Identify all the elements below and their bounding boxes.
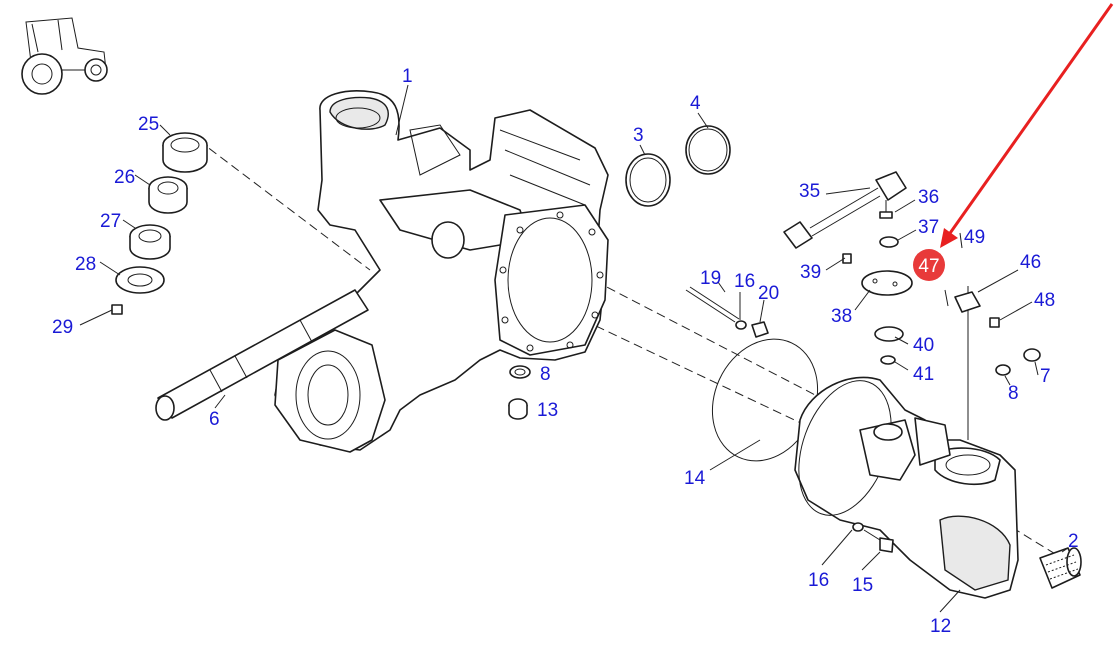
bolt-assembly-lower xyxy=(852,522,894,553)
label-16-lower: 16 xyxy=(808,570,829,591)
drive-shaft xyxy=(155,289,369,421)
highlight-arrow-shaft xyxy=(946,3,1114,237)
part-labels: 1 2 3 4 6 7 8 8 12 13 14 15 16 16 19 20 … xyxy=(52,66,1079,637)
label-26: 26 xyxy=(114,167,135,188)
label-29: 29 xyxy=(52,317,73,338)
highlight-arrow-head xyxy=(940,228,958,248)
label-14: 14 xyxy=(684,468,706,489)
highlight-badge-label: 47 xyxy=(918,256,939,277)
label-39: 39 xyxy=(800,262,821,283)
label-7: 7 xyxy=(1040,366,1051,387)
label-28: 28 xyxy=(75,254,96,275)
bearing-bush xyxy=(1039,547,1082,589)
label-36: 36 xyxy=(918,187,939,208)
label-16-upper: 16 xyxy=(734,271,755,292)
label-4: 4 xyxy=(690,93,701,114)
label-3: 3 xyxy=(633,125,644,146)
label-49: 49 xyxy=(964,227,985,248)
label-20: 20 xyxy=(758,283,779,304)
label-25: 25 xyxy=(138,114,159,135)
tractor-icon xyxy=(21,17,108,95)
label-40: 40 xyxy=(913,335,934,356)
leader-lines xyxy=(79,84,1069,613)
highlight-callout: 47 xyxy=(913,3,1114,281)
label-8-center: 8 xyxy=(540,364,551,385)
label-35: 35 xyxy=(799,181,820,202)
label-6: 6 xyxy=(209,409,220,430)
label-38: 38 xyxy=(831,306,852,327)
label-12: 12 xyxy=(930,616,951,637)
bolt-assembly-upper xyxy=(685,286,769,338)
label-15: 15 xyxy=(852,575,873,596)
flange-bolt-holes xyxy=(499,211,604,352)
label-8-right: 8 xyxy=(1008,383,1019,404)
ring-parts xyxy=(625,125,731,207)
label-1: 1 xyxy=(402,66,413,87)
axle-housing xyxy=(274,90,609,453)
label-27: 27 xyxy=(100,211,121,232)
steering-knuckle xyxy=(794,376,1019,599)
label-37: 37 xyxy=(918,217,939,238)
label-41: 41 xyxy=(913,364,934,385)
label-48: 48 xyxy=(1034,290,1055,311)
label-13: 13 xyxy=(537,400,558,421)
label-46: 46 xyxy=(1020,252,1041,273)
seal-bearing-stack xyxy=(111,132,208,315)
label-19: 19 xyxy=(700,268,721,289)
highlight-badge xyxy=(913,249,945,281)
label-2: 2 xyxy=(1068,531,1079,552)
sensor-assembly xyxy=(783,171,1041,440)
plug-parts-center xyxy=(508,365,531,420)
